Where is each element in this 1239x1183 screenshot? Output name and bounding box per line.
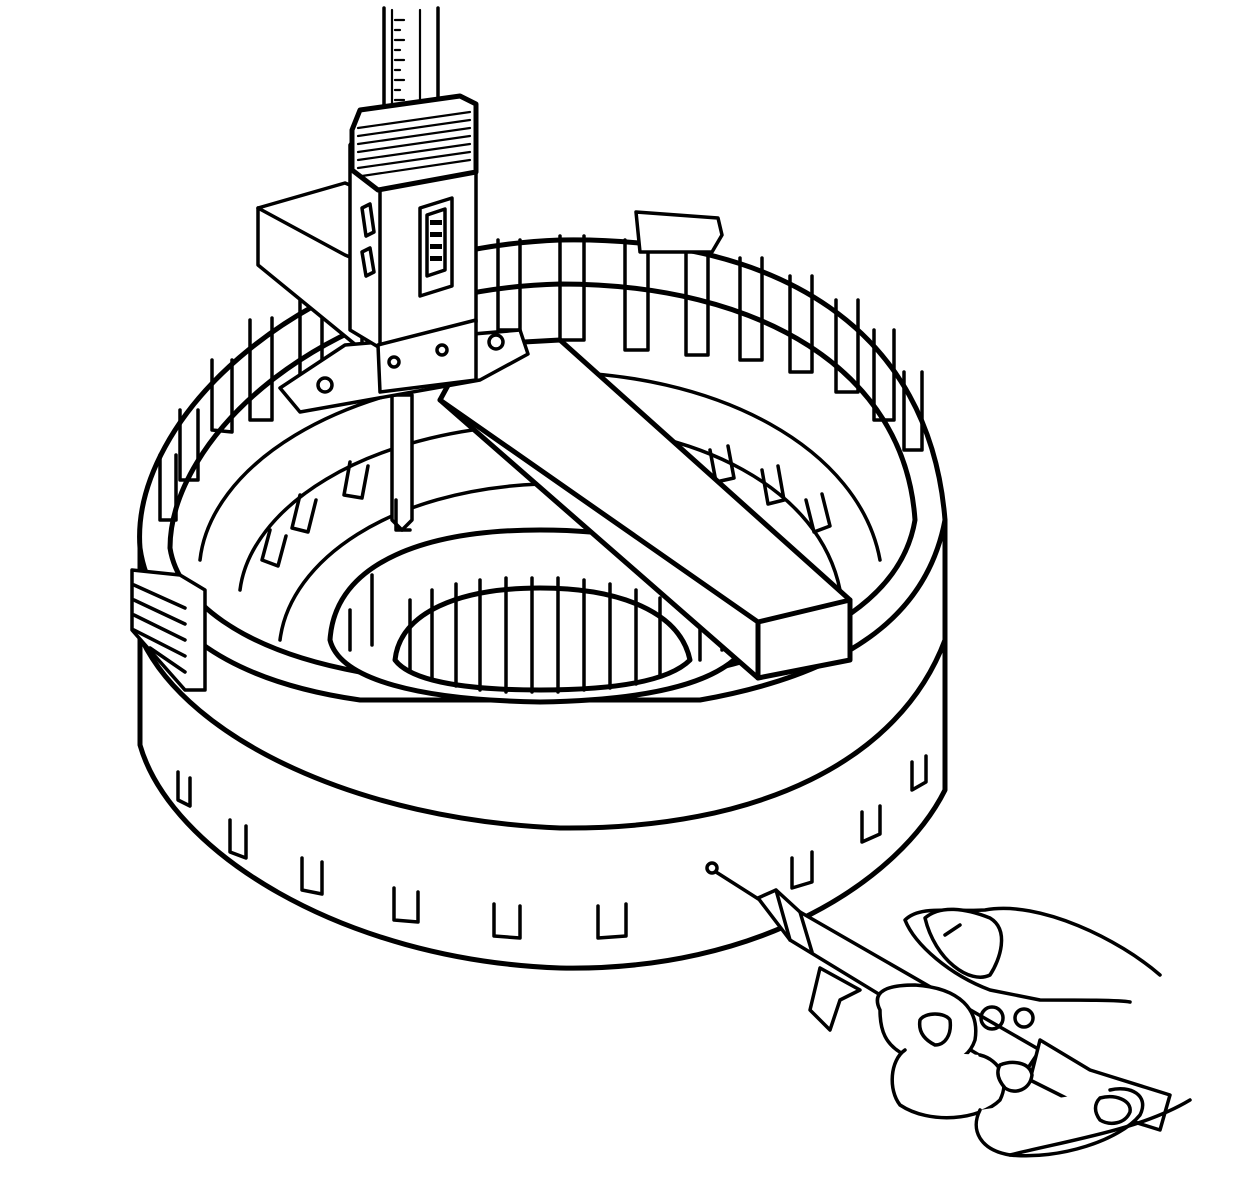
housing-side-ribs — [130, 568, 207, 692]
housing-band-line — [139, 637, 948, 831]
gauge-grip-ribs — [356, 110, 472, 178]
hand — [875, 906, 1192, 1158]
housing-inner-rim — [167, 281, 918, 675]
gauge-base-screw-right — [487, 333, 505, 351]
hand-thumb-tip — [923, 907, 1004, 979]
gauge-clamp — [376, 318, 478, 394]
housing-middle-splines — [260, 444, 832, 568]
nozzle-barrel-rings — [774, 888, 814, 954]
housing-rim-tab — [634, 210, 724, 254]
hand-ring-nail — [1093, 1095, 1132, 1126]
hand-middle-finger — [890, 1048, 1006, 1120]
hand-palm-edge — [1008, 1098, 1192, 1157]
hand-middle-nail — [996, 1060, 1034, 1093]
gauge-probe — [390, 393, 414, 532]
housing-air-port — [705, 861, 719, 875]
nozzle-fitting — [979, 1005, 1005, 1031]
depth-gauge — [256, 6, 530, 532]
gauge-probe-tip — [394, 498, 412, 532]
gauge-readout-segments — [430, 220, 442, 261]
hand-thumb-crease — [943, 923, 962, 937]
air-stream — [714, 870, 762, 902]
gauge-clamp-screw-1 — [387, 355, 401, 369]
gauge-base-screw-left — [316, 376, 334, 394]
gauge-clamp-screw-2 — [435, 343, 449, 357]
gauge-readout — [425, 207, 447, 278]
nozzle-valve — [1013, 1007, 1035, 1029]
gauge-button-upper — [360, 202, 376, 238]
nozzle-trigger — [808, 966, 862, 1032]
gauge-button-lower — [360, 246, 376, 278]
housing-bottom-slots — [176, 754, 928, 940]
hand-index-nail — [917, 1012, 953, 1047]
